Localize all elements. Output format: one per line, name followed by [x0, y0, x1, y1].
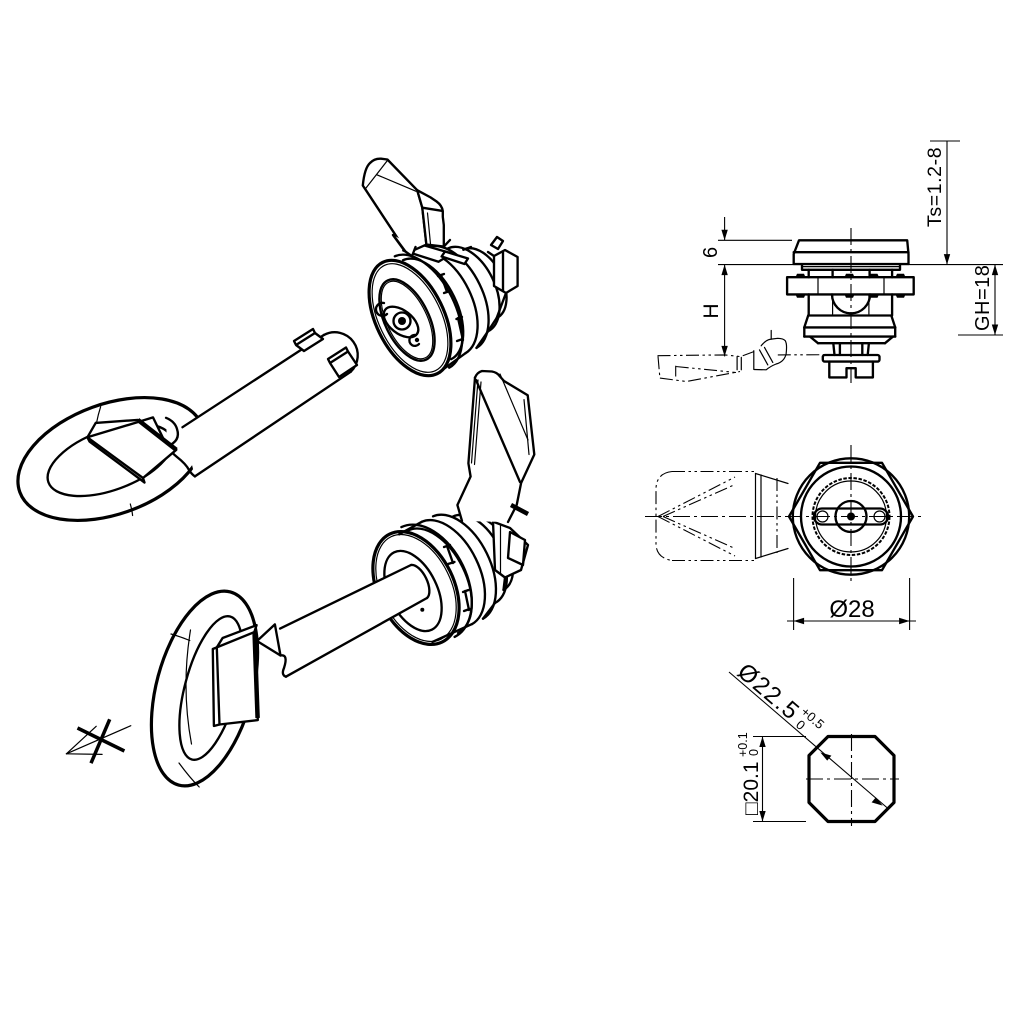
svg-text:□20.1: □20.1: [740, 761, 763, 815]
svg-text:Ø28: Ø28: [829, 596, 874, 623]
svg-text:GH=18: GH=18: [972, 265, 994, 331]
svg-text:Ts=1.2-8: Ts=1.2-8: [924, 147, 946, 227]
svg-text:H: H: [700, 303, 723, 318]
svg-text:+0.1: +0.1: [736, 732, 750, 757]
svg-text:6: 6: [700, 247, 722, 258]
svg-text:0: 0: [747, 749, 761, 756]
